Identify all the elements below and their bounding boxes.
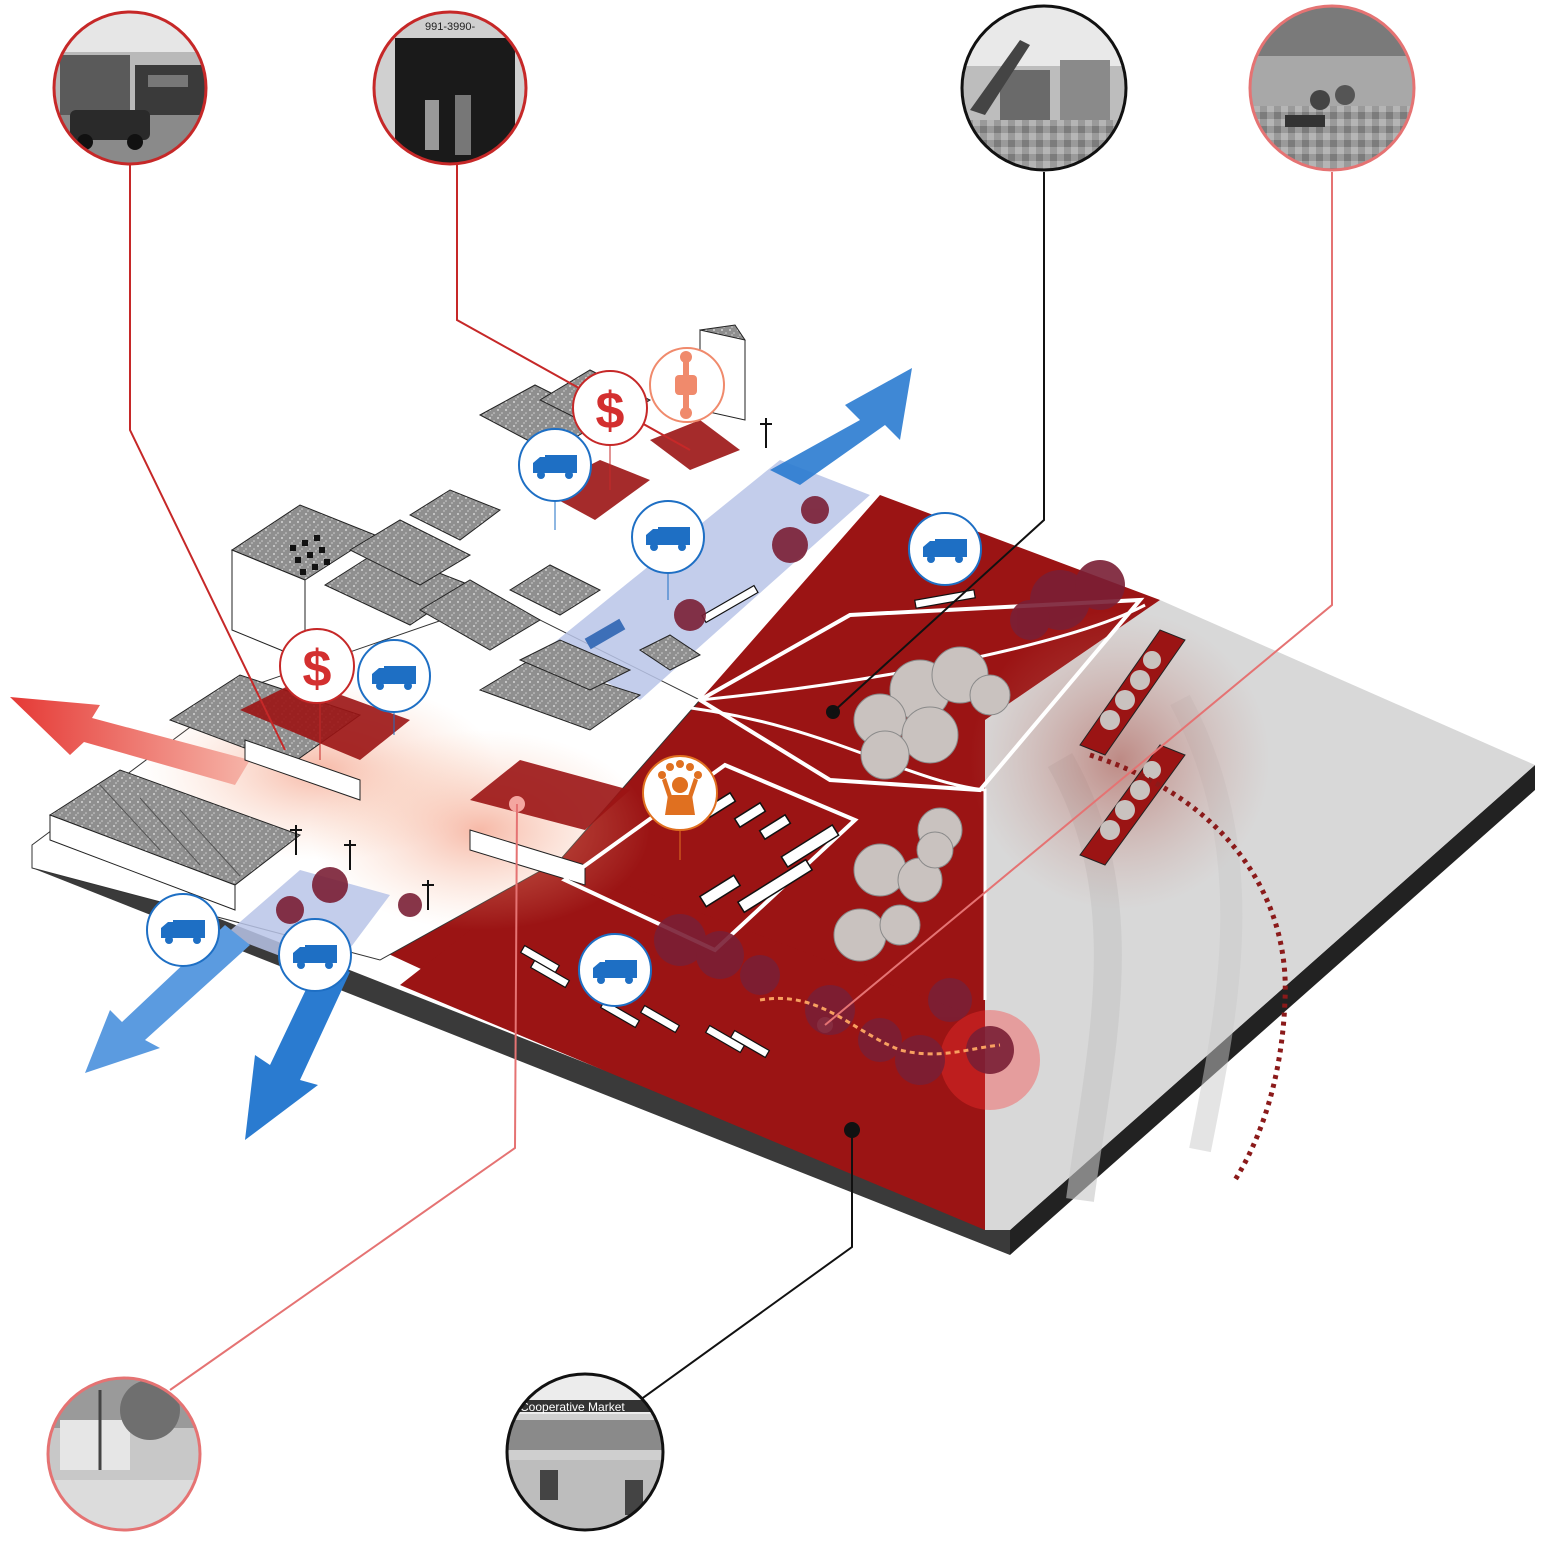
photo-ring [1248,4,1416,172]
money-badge-north: $ [572,370,648,446]
building-roof [639,634,701,671]
utility-poles [290,418,772,910]
leader-riverbank [824,172,1333,1026]
truck-icon [161,920,205,944]
market-yard [509,584,1146,1138]
truck-badge [631,500,705,574]
photo-riverbank [1248,4,1416,172]
red-workshop [470,760,630,830]
building-roof [518,639,632,691]
truck-badge [518,428,592,502]
building-roof [508,564,602,616]
truck-icon [533,455,577,479]
blue-arrow-northeast [770,368,912,485]
money-badge-west: $ [279,628,355,704]
barges [1079,629,1186,866]
truck-badge [908,512,982,586]
photo-storefront [52,10,208,166]
warehouse-wall [49,814,236,911]
leader-lines [129,165,1333,1401]
river-walk-path [759,997,1001,1056]
leader-street-corner [169,803,518,1391]
building-roof [419,579,541,651]
repair-badge [649,347,725,423]
leader-scrapyard [832,172,1045,713]
photo-cooperative-market: Cooperative Market [505,1372,665,1532]
market-sign: Cooperative Market [520,1400,625,1414]
community-badge [642,755,718,831]
photo-ring [960,4,1128,172]
trailers [519,584,976,1059]
building-roof [348,519,472,586]
photo-ring [46,1376,202,1532]
truck-icon [293,945,337,969]
red-workshop [540,460,650,520]
site-red-ground-south [400,860,985,1230]
truck-icon [372,666,416,690]
blue-arrow-southwest [85,925,250,1073]
photo-ring [372,10,528,166]
street-crosswalk [584,618,626,650]
truck-badge [578,933,652,1007]
red-workshop [240,680,410,760]
red-workshop [650,420,740,470]
scrap-piles [833,646,1011,962]
truck-badges [146,428,982,1007]
roof-vents [290,535,330,575]
dollar-icon: $ [303,640,332,698]
market-stalls [698,791,840,914]
leader-market [639,1130,853,1401]
red-workshop-wall [469,829,586,886]
warehouse-sign: 991-3990- [425,21,475,33]
scrap-yard-outline [696,597,1145,793]
truck-badge [357,639,431,713]
truck-icon [593,960,637,984]
truck-icon [646,527,690,551]
photo-scrapyard [960,4,1128,172]
photo-ring [505,1372,665,1532]
loop-path [664,703,987,1000]
photo-warehouse-door: 991-3990- [372,10,528,166]
red-arrow-west [10,697,250,785]
truck-badge [146,893,220,967]
roof-ridge [139,797,201,866]
roof-ridge [99,784,161,851]
blue-arrow-south [245,960,350,1140]
photo-ring [52,10,208,166]
truck-icon [923,539,967,563]
base-slab-side-right [1010,765,1535,1255]
dollar-icon: $ [596,382,625,440]
community-icon [658,760,702,815]
building-roof [408,489,502,541]
red-workshop-wall [244,739,361,801]
truck-badge [278,918,352,992]
barge-route [1089,752,1288,1182]
trees [276,496,1125,1085]
roof-ridge [179,809,241,877]
photo-street-corner [46,1376,202,1532]
leader-storefront [129,165,286,751]
truck-street-north [545,460,870,700]
building-roof [478,659,642,731]
dock-glow [970,610,1270,910]
flow-arrows [10,368,912,1140]
hand-wrench-icon [675,351,697,419]
